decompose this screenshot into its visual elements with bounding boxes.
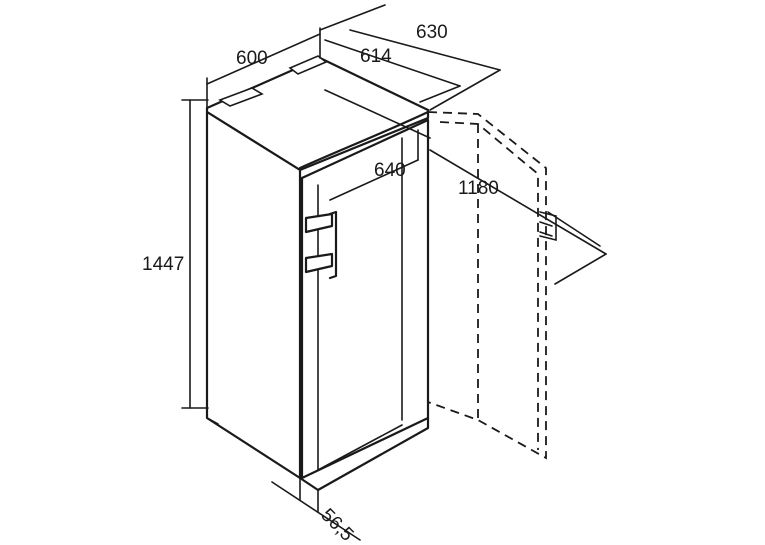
appliance-cabinet (205, 55, 430, 492)
depth-door-open-label: 640 (374, 160, 406, 181)
height-label: 1447 (142, 254, 184, 275)
depth-body-label: 614 (360, 46, 392, 67)
width-label: 600 (236, 48, 268, 69)
height-dimension (181, 99, 209, 409)
open-door-outline (427, 111, 557, 460)
depth-door-open-dimension (324, 89, 431, 201)
width-dimension (206, 27, 321, 109)
width-door-open-label: 1180 (458, 178, 499, 199)
depth-total-label: 630 (416, 22, 448, 43)
width-door-open-dimension (429, 149, 607, 285)
door-offset-dimension (271, 477, 361, 541)
depth-total-dimension (319, 4, 501, 111)
door-offset-label: 56,5 (316, 505, 357, 545)
depth-body-dimension (324, 39, 461, 103)
